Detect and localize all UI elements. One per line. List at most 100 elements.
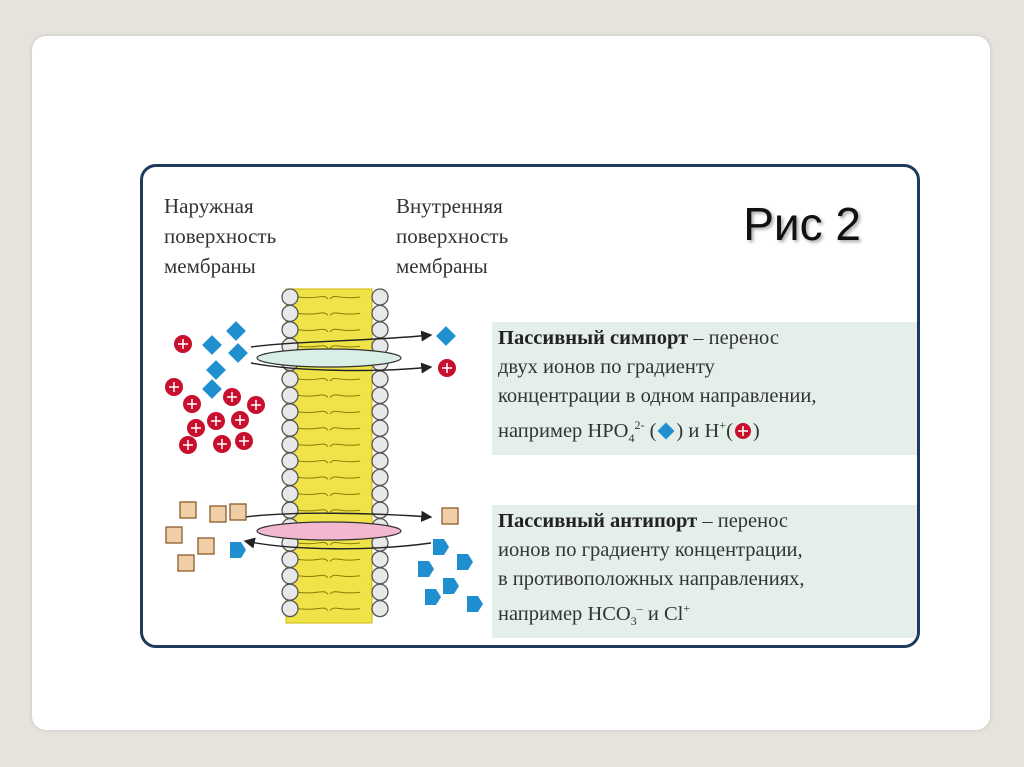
ion-particles [165,321,483,612]
blue-diamond-ion-icon [202,335,222,355]
antiport-arrow-out [243,537,432,550]
ion-cl: Cl+ [663,601,691,625]
lipid-tails [297,296,361,611]
symport-example-prefix: например [498,419,588,442]
lipid-tail [329,427,361,431]
lipid-head [371,583,389,601]
symport-arrow-red [250,362,433,374]
red-plus-ion-icon [174,335,192,353]
lipid-tail [329,574,361,579]
tan-square-ion-icon [197,537,215,555]
lipid-head [371,288,389,306]
blue-pentagon-ion-icon [457,554,473,570]
red-plus-ion-icon [207,412,225,430]
red-plus-ion-icon [734,422,751,439]
antiport-line1-rest: – перенос [697,510,788,532]
lipid-tail [297,476,329,480]
red-plus-ion-icon [183,395,201,413]
lipid-tail [297,542,329,546]
antiport-description: Пассивный антипорт – перенос ионов по гр… [492,505,917,638]
blue-pentagon-ion-icon [433,539,449,555]
lipid-head [371,599,389,618]
lipid-tail [329,345,361,349]
outer-surface-label: Наружная поверхность мембраны [164,194,277,278]
blue-diamond-ion-icon [202,379,222,399]
lipid-head [371,435,389,454]
lipid-head [371,468,389,487]
red-plus-ion-icon [438,359,456,377]
lipid-tail [329,558,361,562]
lipid-tail [329,394,361,398]
lipid-head [371,419,389,437]
tan-square-ion-icon [209,505,227,523]
blue-pentagon-ion-icon [418,561,434,577]
lipid-tail [297,394,329,398]
blue-pentagon-ion-icon [467,596,483,612]
red-plus-ion-icon [231,411,249,429]
lipid-tail [329,542,361,546]
symport-title: Пассивный симпорт [498,327,689,349]
lipid-tail [329,410,361,415]
membrane-diagram [165,288,483,624]
ion-hco3: HCO3– [587,601,643,628]
lipid-tail [329,509,361,513]
tan-square-ion-icon [165,526,183,544]
tan-square-ion-icon [177,554,195,572]
lipid-head [371,370,389,388]
lipid-tail [297,345,329,349]
lipid-tail [297,509,329,513]
symport-line3: концентрации в одном направлении, [498,385,817,407]
lipid-head [371,501,389,519]
red-plus-ion-icon [187,419,205,437]
lipid-head [371,386,389,405]
lipid-head [371,304,389,323]
blue-pentagon-ion-icon [230,542,246,558]
lipid-tail [329,296,361,300]
lipid-tail [297,427,329,431]
lipid-tail [297,443,329,447]
lipid-tail [329,312,361,316]
lipid-head [371,567,389,585]
lipid-head [371,452,389,470]
lipid-head [281,386,299,405]
antiport-channel [256,521,402,541]
lipid-tail [297,607,329,611]
antiport-title: Пассивный антипорт [498,510,698,532]
lipid-tail [329,460,361,464]
lipid-tail [329,607,361,611]
lipid-head [281,583,299,601]
blue-diamond-ion-icon [228,343,248,363]
symport-channel [256,348,402,368]
blue-diamond-ion-icon [206,360,226,380]
blue-pentagon-ion-icon [443,578,459,594]
blue-diamond-ion-icon [436,326,456,346]
lipid-tail [329,591,361,595]
antiport-example-prefix: например [498,602,588,625]
symport-line1-rest: – перенос [688,327,779,349]
lipid-head [371,550,389,569]
red-plus-ion-icon [235,432,253,450]
lipid-tail [329,476,361,480]
lipid-head [281,567,299,585]
lipid-tail [297,558,329,562]
lipid-tail [297,591,329,595]
lipid-tail [329,378,361,382]
lipid-tail [329,328,361,333]
red-plus-ion-icon [179,436,197,454]
slide: Наружная поверхность мембраны Внутренняя… [32,36,990,730]
membrane-core [285,288,373,624]
figure-frame: Наружная поверхность мембраны Внутренняя… [140,164,920,648]
symport-arrow-blue [250,330,433,348]
red-plus-ion-icon [165,378,183,396]
figure-label: Рис 2 [743,198,861,250]
red-plus-ion-icon [223,388,241,406]
lipid-head [281,370,299,388]
blue-diamond-ion-icon [226,321,246,341]
ion-h: H+ [704,418,727,442]
lipid-tail [297,328,329,333]
lipid-tail [329,443,361,447]
symport-description: Пассивный симпорт – перенос двух ионов п… [492,322,917,455]
red-plus-ion-icon [247,396,265,414]
red-plus-ion-icon [213,435,231,453]
lipid-head [371,321,389,339]
